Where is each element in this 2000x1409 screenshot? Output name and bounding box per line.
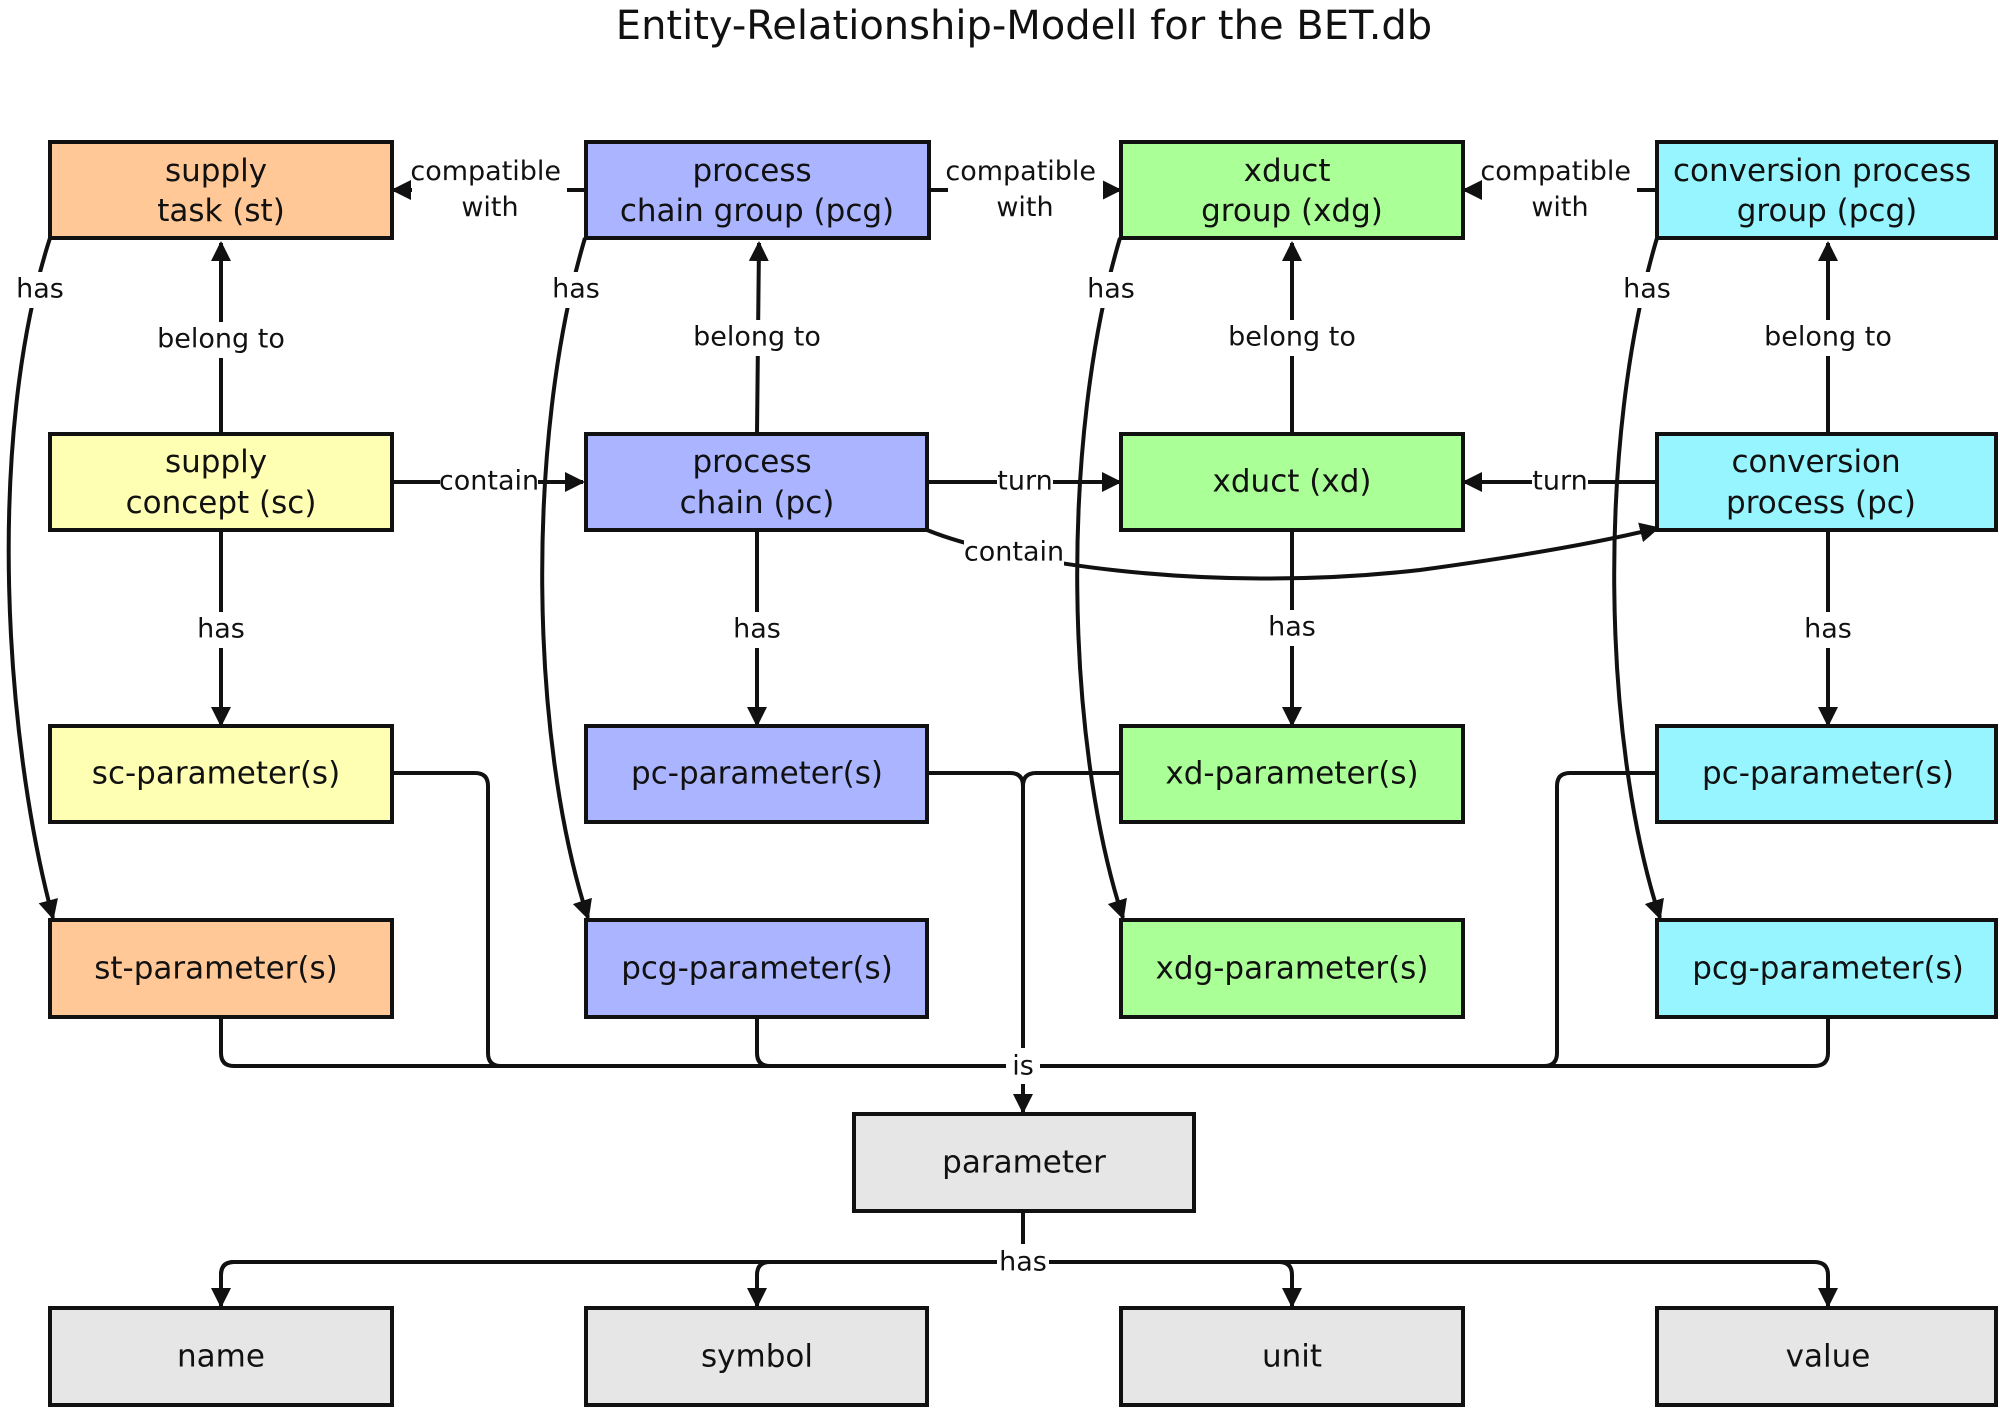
- edge-cpg-cpgparam: [1612, 237, 1664, 920]
- entity-symbol: symbol: [584, 1306, 929, 1407]
- svg-text:pc-parameter(s): pc-parameter(s): [631, 756, 883, 792]
- entity-st-parameters: st-parameter(s): [48, 918, 394, 1019]
- edge-pcg-pcgparam: [540, 237, 592, 920]
- svg-text:pcg-parameter(s): pcg-parameter(s): [621, 951, 893, 987]
- entity-unit: unit: [1119, 1306, 1465, 1407]
- entity-pcg-parameters: pcg-parameter(s): [584, 918, 929, 1019]
- svg-text:value: value: [1786, 1339, 1871, 1375]
- label-turn: turn: [997, 466, 1052, 497]
- label-has: has: [1268, 612, 1316, 643]
- label-has: has: [16, 274, 64, 305]
- label-compatible-with: compatible with: [410, 156, 569, 223]
- svg-text:process chain group (p: process chain group (pcg): [620, 153, 894, 229]
- label-belong-to: belong to: [1228, 322, 1356, 353]
- entities: supply task (st) process chain group (pc…: [48, 140, 1998, 1407]
- label-belong-to: belong to: [157, 324, 285, 355]
- entity-parameter: parameter: [852, 1112, 1196, 1213]
- entity-supply-concept: supply concept (sc): [48, 432, 394, 532]
- svg-text:sc-parameter(s): sc-parameter(s): [92, 756, 340, 792]
- entity-sc-parameters: sc-parameter(s): [48, 724, 394, 824]
- svg-text:xduct (xd): xduct (xd): [1213, 464, 1372, 500]
- entity-pc-parameters: pc-parameter(s): [584, 724, 929, 824]
- svg-text:xduct group (xdg): xduct group (xdg): [1201, 153, 1383, 229]
- entity-conversion-process: conversion process (pc): [1655, 432, 1998, 532]
- edge-is-scparam: [392, 771, 502, 1068]
- edge-param-symbol: [747, 1260, 771, 1308]
- label-has: has: [1804, 614, 1852, 645]
- entity-process-chain: process chain (pc): [584, 432, 929, 532]
- label-compatible-with: compatible with: [945, 156, 1104, 223]
- entity-xdg-parameters: xdg-parameter(s): [1119, 918, 1465, 1019]
- svg-text:pc-parameter(s): pc-parameter(s): [1702, 756, 1954, 792]
- label-contain: contain: [964, 537, 1064, 568]
- entity-xd-parameters: xd-parameter(s): [1119, 724, 1465, 824]
- svg-text:symbol: symbol: [701, 1339, 813, 1375]
- svg-text:process chain (pc): process chain (pc): [680, 444, 835, 521]
- label-has: has: [197, 614, 245, 645]
- edge-st-stparam: [6, 237, 58, 920]
- label-is: is: [1012, 1051, 1034, 1082]
- label-compatible-with: compatible with: [1480, 156, 1639, 223]
- svg-text:unit: unit: [1262, 1339, 1322, 1375]
- edge-xdg-xdgparam: [1075, 237, 1127, 920]
- edge-param-name: [211, 1260, 235, 1308]
- label-has: has: [999, 1247, 1047, 1278]
- edge-is-xdparam: [1021, 771, 1120, 787]
- svg-text:st-parameter(s): st-parameter(s): [94, 951, 338, 987]
- svg-text:xd-parameter(s): xd-parameter(s): [1165, 756, 1418, 792]
- edge-param-unit: [1278, 1260, 1302, 1308]
- svg-text:pcg-parameter(s): pcg-parameter(s): [1692, 951, 1964, 987]
- svg-text:supply concept (sc): supply concept (sc): [126, 444, 317, 521]
- relation-labels: compatible with compatible with compatib…: [14, 152, 1899, 1280]
- diagram-title: Entity-Relationship-Modell for the BET.d…: [616, 3, 1432, 49]
- entity-supply-task: supply task (st): [48, 140, 394, 240]
- entity-process-chain-group: process chain group (pcg): [584, 140, 931, 240]
- svg-text:parameter: parameter: [942, 1145, 1106, 1181]
- edge-is-pcgparam: [755, 1018, 771, 1068]
- entity-cpg-parameters: pcg-parameter(s): [1655, 918, 1998, 1019]
- svg-text:xdg-parameter(s): xdg-parameter(s): [1156, 951, 1429, 987]
- label-has: has: [1087, 274, 1135, 305]
- label-belong-to: belong to: [693, 322, 821, 353]
- label-has: has: [733, 614, 781, 645]
- svg-text:conversion process (pc: conversion process (pc): [1726, 444, 1916, 521]
- svg-text:name: name: [177, 1339, 265, 1375]
- entity-value: value: [1655, 1306, 1998, 1407]
- entity-xduct: xduct (xd): [1119, 432, 1465, 532]
- svg-text:conversion process gro: conversion process group (pcg): [1673, 153, 1981, 229]
- label-has: has: [552, 274, 600, 305]
- svg-text:supply task (st): supply task (st): [157, 153, 285, 229]
- entity-xduct-group: xduct group (xdg): [1119, 140, 1465, 240]
- label-turn: turn: [1532, 466, 1587, 497]
- label-contain: contain: [439, 466, 539, 497]
- edge-is-cpparam: [1543, 771, 1657, 1068]
- label-has: has: [1623, 274, 1671, 305]
- entity-conversion-process-group: conversion process group (pcg): [1655, 140, 1998, 240]
- label-belong-to: belong to: [1764, 322, 1892, 353]
- entity-cp-parameters: pc-parameter(s): [1655, 724, 1998, 824]
- entity-name: name: [48, 1306, 394, 1407]
